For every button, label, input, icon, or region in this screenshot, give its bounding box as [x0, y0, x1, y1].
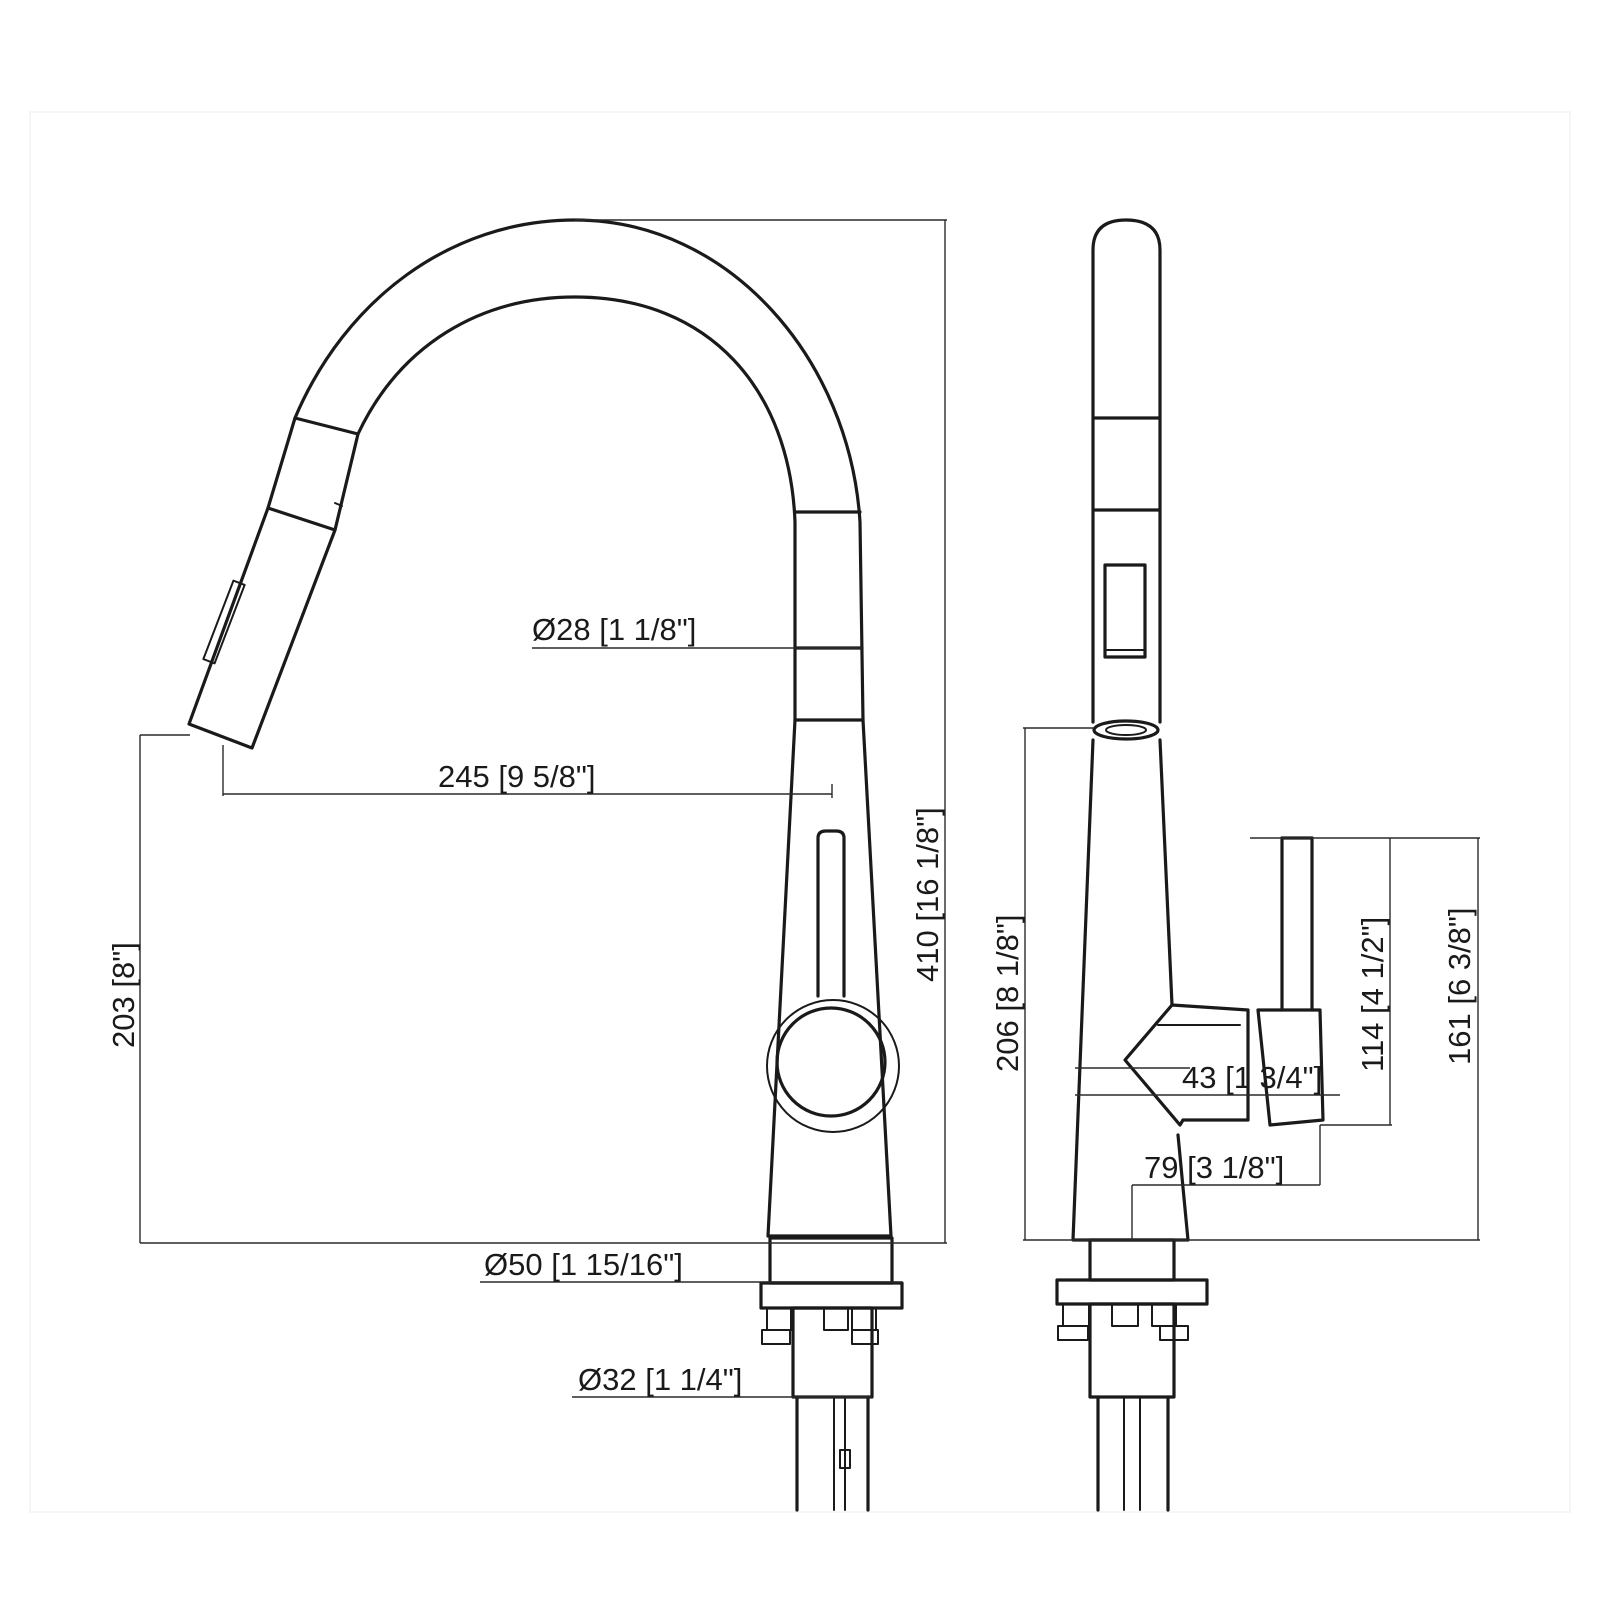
spray-head [266, 416, 360, 532]
handle-width-label: 43 [1 3/4"] [1182, 1060, 1322, 1095]
side-mounting-plate [1055, 1278, 1209, 1306]
side-lever [1256, 1008, 1325, 1127]
spout-outlet-ring [1092, 719, 1160, 741]
handle-lever [816, 829, 846, 998]
spout-inner-arc [356, 295, 797, 722]
spray-button [202, 579, 246, 665]
total-height-label: 410 [16 1/8"] [910, 807, 945, 982]
front-dimension-lines [139, 219, 947, 1398]
handle-height-label: 114 [4 1/2"] [1355, 917, 1390, 1072]
side-view [1055, 218, 1325, 1512]
spout-clearance-label: 203 [8"] [106, 942, 141, 1048]
drawing-frame [29, 111, 1571, 1513]
base-diameter-label: Ø50 [1 15/16"] [484, 1247, 683, 1282]
handle-reach-label: 79 [3 1/8"] [1144, 1150, 1284, 1185]
side-base-ring [1088, 1238, 1176, 1282]
shank-diameter-label: Ø32 [1 1/4"] [578, 1362, 742, 1397]
side-dimension-lines [1023, 727, 1480, 1241]
side-handle [1123, 1003, 1185, 1127]
side-height-label: 206 [8 1/8"] [990, 914, 1025, 1072]
front-view [187, 218, 904, 1512]
side-shank [1088, 1302, 1176, 1399]
side-spout [1091, 218, 1162, 724]
side-spray-button [1103, 563, 1147, 659]
reach-label: 245 [9 5/8"] [438, 759, 596, 794]
shank [791, 1306, 874, 1399]
base-ring [768, 1236, 894, 1285]
handle-total-label: 161 [6 3/8"] [1442, 907, 1477, 1065]
spout-outer-arc [293, 218, 865, 722]
faucet-body [766, 718, 893, 1238]
spout-diameter-label: Ø28 [1 1/8"] [532, 612, 696, 647]
mounting-plate [759, 1281, 904, 1310]
handle-hub [775, 1006, 887, 1118]
